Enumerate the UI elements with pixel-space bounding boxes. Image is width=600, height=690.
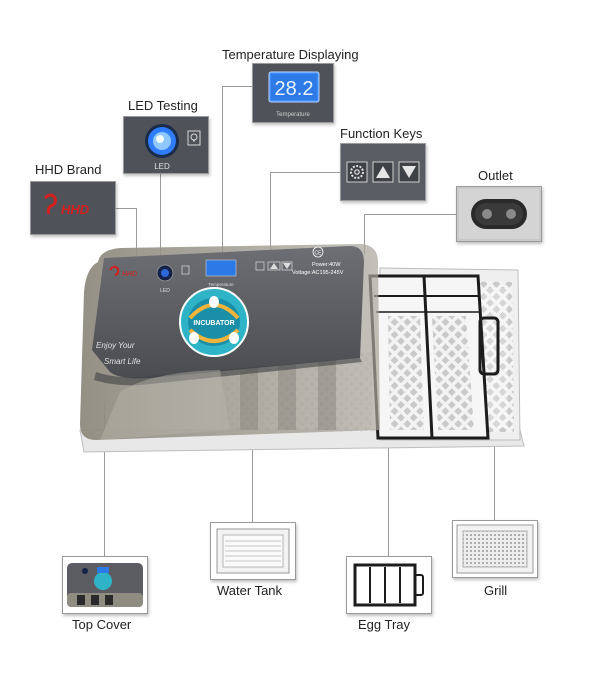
- thumb-temperature-display: 28.2 Temperature: [252, 63, 334, 123]
- svg-text:Enjoy Your: Enjoy Your: [96, 341, 135, 350]
- svg-text:Smart Life: Smart Life: [104, 357, 141, 366]
- connector-led: [160, 172, 161, 270]
- down-arrow-icon: [398, 161, 420, 183]
- thumb-outlet: [456, 186, 542, 242]
- label-temperature-displaying: Temperature Displaying: [222, 47, 359, 62]
- control-panel: HHD LED Temperature CE Power:40W Voltage…: [96, 246, 344, 366]
- label-grill: Grill: [484, 583, 508, 598]
- display-caption: Temperature: [276, 112, 310, 118]
- temperature-reading: 28.2: [275, 78, 314, 100]
- connector-water-tank: [252, 446, 253, 522]
- svg-text:CE: CE: [315, 251, 323, 257]
- svg-text:INCUBATOR: INCUBATOR: [193, 320, 234, 327]
- thumb-function-keys: [340, 143, 426, 201]
- connector-function-keys: [270, 172, 340, 173]
- plug-socket-icon: [459, 189, 539, 239]
- svg-text:Voltage:AC195-245V: Voltage:AC195-245V: [292, 270, 344, 276]
- connector-outlet: [364, 214, 456, 215]
- label-egg-tray: Egg Tray: [358, 617, 411, 632]
- thumb-led: LED: [123, 116, 209, 174]
- label-outlet: Outlet: [478, 168, 513, 183]
- connector-temperature: [222, 86, 252, 87]
- connector-outlet-v: [364, 214, 365, 254]
- bulb-icon: [187, 130, 201, 146]
- brand-logo: HHD: [61, 202, 90, 217]
- thumb-egg-tray: [346, 556, 432, 614]
- thumb-grill: [452, 520, 538, 578]
- connector-top-cover: [104, 402, 105, 558]
- thumb-hhd-brand: HHD: [30, 181, 116, 235]
- label-led-testing: LED Testing: [128, 98, 198, 113]
- egg-tray-in-unit: [368, 274, 500, 440]
- gear-icon: [346, 161, 368, 183]
- svg-text:Power:40W: Power:40W: [312, 262, 341, 268]
- thumb-top-cover: [62, 556, 148, 614]
- connector-grill: [494, 442, 495, 520]
- panel-brand: HHD: [122, 271, 137, 278]
- label-hhd-brand: HHD Brand: [35, 162, 102, 177]
- connector-egg-tray: [388, 438, 389, 556]
- svg-text:LED: LED: [160, 288, 170, 294]
- label-water-tank: Water Tank: [217, 583, 283, 598]
- label-function-keys: Function Keys: [340, 126, 423, 141]
- led-caption: LED: [154, 162, 170, 171]
- connector-brand-v: [136, 208, 137, 273]
- connector-brand: [114, 208, 136, 209]
- thumb-water-tank: [210, 522, 296, 580]
- connector-temperature-v: [222, 86, 223, 264]
- svg-text:Temperature: Temperature: [208, 282, 234, 287]
- up-arrow-icon: [372, 161, 394, 183]
- connector-function-keys-v: [270, 172, 271, 264]
- label-top-cover: Top Cover: [72, 617, 132, 632]
